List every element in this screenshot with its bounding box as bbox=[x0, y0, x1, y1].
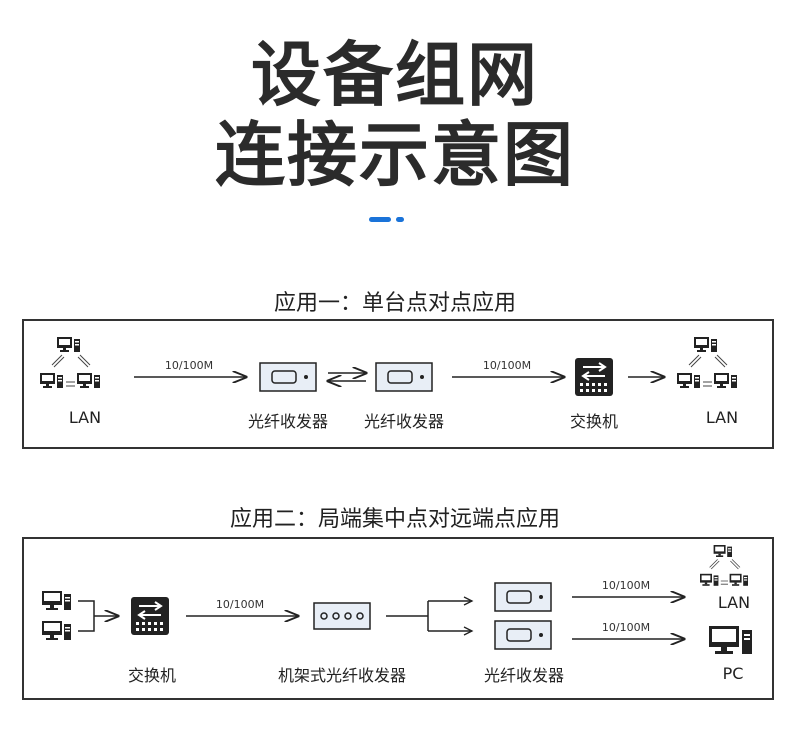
app1-diagram bbox=[24, 321, 776, 397]
rack-transceiver-icon bbox=[313, 602, 371, 630]
switch-icon bbox=[574, 357, 614, 397]
split-connector bbox=[386, 600, 472, 632]
merge-connector bbox=[78, 600, 118, 632]
lan-label: LAN bbox=[717, 593, 751, 612]
speed-label: 10/100M bbox=[215, 598, 265, 611]
computer-icon bbox=[42, 621, 71, 640]
app1-panel: 10/100M 10/100M LAN 光纤收发器 光纤收发器 交换机 LAN bbox=[22, 319, 774, 449]
switch-icon bbox=[130, 596, 170, 636]
lan-network-icon bbox=[700, 545, 748, 586]
rack-transceiver-label: 机架式光纤收发器 bbox=[277, 666, 407, 685]
speed-label: 10/100M bbox=[482, 359, 532, 372]
switch-label: 交换机 bbox=[127, 666, 177, 685]
accent-bar-long bbox=[369, 217, 391, 222]
fiber-transceiver-icon bbox=[494, 620, 552, 650]
main-title-line2: 连接示意图 bbox=[215, 114, 575, 196]
transceiver-label: 光纤收发器 bbox=[483, 666, 565, 685]
app2-title: 应用二：局端集中点对远端点应用 bbox=[229, 507, 560, 532]
transceiver-label: 光纤收发器 bbox=[247, 412, 329, 431]
switch-label: 交换机 bbox=[569, 412, 619, 431]
lan-network-icon bbox=[40, 337, 100, 388]
lan-label: LAN bbox=[68, 408, 102, 427]
transceiver-label: 光纤收发器 bbox=[363, 412, 445, 431]
accent-bar-short bbox=[396, 217, 404, 222]
speed-label: 10/100M bbox=[601, 621, 651, 634]
pc-label: PC bbox=[722, 664, 744, 683]
fiber-transceiver-icon bbox=[494, 582, 552, 612]
pc-icon bbox=[709, 626, 752, 654]
lan-network-icon bbox=[677, 337, 737, 388]
fiber-transceiver-icon bbox=[259, 362, 317, 392]
main-title-line1: 设备组网 bbox=[251, 34, 539, 116]
app1-title: 应用一：单台点对点应用 bbox=[273, 291, 516, 316]
app2-panel: 10/100M 10/100M 10/100M LAN 交换机 机架式光纤收发器… bbox=[22, 537, 774, 700]
lan-label: LAN bbox=[705, 408, 739, 427]
app2-diagram bbox=[42, 539, 752, 654]
speed-label: 10/100M bbox=[601, 579, 651, 592]
fiber-transceiver-icon bbox=[375, 362, 433, 392]
speed-label: 10/100M bbox=[164, 359, 214, 372]
computer-icon bbox=[42, 591, 71, 610]
